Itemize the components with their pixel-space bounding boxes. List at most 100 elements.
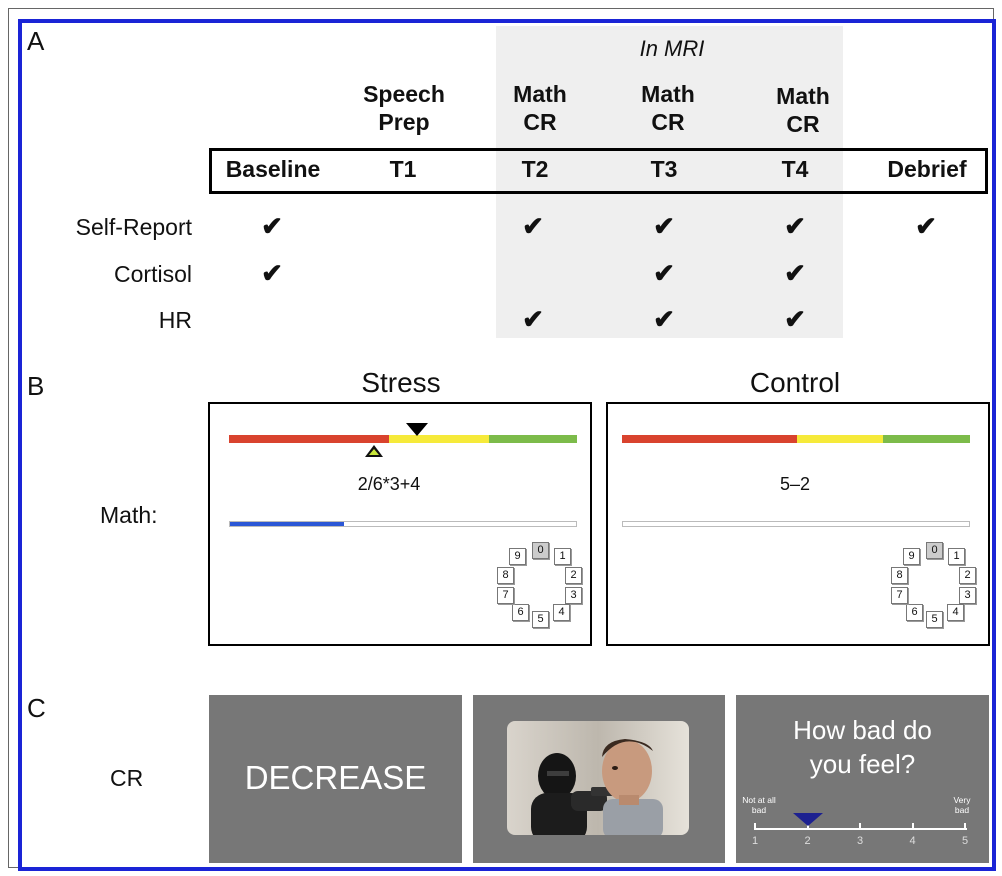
scale-tick (859, 823, 861, 830)
keypad-key-3[interactable]: 3 (959, 587, 976, 604)
task-t1-header: Speech Prep (344, 80, 464, 136)
keypad-key-6[interactable]: 6 (512, 604, 529, 621)
rating-question-line2: you feel? (809, 749, 916, 779)
cr-instruction-screen: DECREASE (209, 695, 462, 863)
scale-number-1[interactable]: 1 (751, 835, 759, 847)
measure-self-report: Self-Report (75, 214, 192, 240)
checkmark-icon: ✔ (784, 258, 806, 288)
keypad-key-5[interactable]: 5 (926, 611, 943, 628)
checkmark-icon: ✔ (261, 211, 283, 241)
timeline-t4: T4 (781, 156, 809, 182)
cr-row-label: CR (110, 765, 144, 791)
scale-tick (754, 823, 756, 830)
rating-question-line1: How bad do (793, 715, 932, 745)
stress-time-bar (229, 521, 577, 527)
task-t4-header: Math CR (743, 82, 863, 138)
task-t2-line1: Math (513, 81, 567, 107)
scale-number-5[interactable]: 5 (961, 835, 969, 847)
timeline-baseline: Baseline (225, 156, 321, 182)
rating-scale-line (755, 828, 967, 830)
checkmark-icon: ✔ (784, 304, 806, 334)
performance-bar-yellow (797, 435, 883, 443)
stress-title: Stress (361, 367, 441, 398)
keypad-key-1[interactable]: 1 (554, 548, 571, 565)
checkmark-icon: ✔ (653, 258, 675, 288)
keypad-key-8[interactable]: 8 (497, 567, 514, 584)
panel-c-letter: C (27, 693, 46, 723)
rating-cursor-icon (792, 813, 823, 826)
timeline-debrief: Debrief (887, 156, 967, 182)
control-math-problem: 5–2 (779, 474, 811, 494)
keypad-key-4[interactable]: 4 (947, 604, 964, 621)
timeline-box (209, 148, 988, 194)
panel-a-letter: A (27, 26, 45, 56)
task-t3-line2: CR (651, 109, 685, 135)
performance-bar-yellow (389, 435, 489, 443)
keypad-key-3[interactable]: 3 (565, 587, 582, 604)
scale-tick (964, 823, 966, 830)
keypad-key-6[interactable]: 6 (906, 604, 923, 621)
performance-bar-green (489, 435, 577, 443)
task-t2-line2: CR (523, 109, 557, 135)
keypad-key-7[interactable]: 7 (497, 587, 514, 604)
checkmark-icon: ✔ (653, 304, 675, 334)
rating-screen: How bad do you feel? Not at all bad Very… (736, 695, 989, 863)
average-performance-marker-icon (406, 423, 428, 436)
control-time-bar (622, 521, 970, 527)
timeline-t1: T1 (389, 156, 417, 182)
scale-high-anchor-line2: bad (954, 805, 970, 815)
measure-hr: HR (158, 307, 192, 333)
keypad-key-9[interactable]: 9 (903, 548, 920, 565)
checkmark-icon: ✔ (522, 211, 544, 241)
control-title: Control (749, 367, 841, 398)
task-t2-header: Math CR (480, 80, 600, 136)
keypad-key-2[interactable]: 2 (565, 567, 582, 584)
selection-border (18, 19, 996, 871)
performance-bar-green (883, 435, 970, 443)
checkmark-icon: ✔ (653, 211, 675, 241)
performance-bar-red (622, 435, 797, 443)
checkmark-icon: ✔ (522, 304, 544, 334)
aversive-photo-icon (507, 721, 689, 835)
scale-number-4[interactable]: 4 (909, 835, 916, 847)
task-t4-line2: CR (786, 111, 820, 137)
scale-tick (911, 823, 914, 830)
scale-number-3[interactable]: 3 (856, 835, 864, 847)
scale-high-anchor-line1: Very (953, 795, 971, 805)
scale-tick (806, 823, 809, 830)
keypad-key-9[interactable]: 9 (509, 548, 526, 565)
scale-number-2[interactable]: 2 (804, 835, 811, 847)
keypad-key-5[interactable]: 5 (532, 611, 549, 628)
keypad-key-1[interactable]: 1 (948, 548, 965, 565)
keypad-key-0[interactable]: 0 (532, 542, 549, 559)
keypad-key-2[interactable]: 2 (959, 567, 976, 584)
keypad-key-8[interactable]: 8 (891, 567, 908, 584)
keypad-key-4[interactable]: 4 (553, 604, 570, 621)
scale-high-anchor: Very bad (949, 795, 975, 815)
timeline-t3: T3 (650, 156, 678, 182)
scale-low-anchor: Not at all bad (742, 795, 776, 815)
scale-low-anchor-line2: bad (751, 805, 767, 815)
task-t3-header: Math CR (608, 80, 728, 136)
checkmark-icon: ✔ (261, 258, 283, 288)
keypad-key-0[interactable]: 0 (926, 542, 943, 559)
task-t1-line1: Speech (363, 81, 445, 107)
rating-question: How bad do you feel? (736, 713, 989, 781)
task-t1-line2: Prep (378, 109, 430, 135)
measure-cortisol: Cortisol (114, 261, 192, 287)
keypad-key-7[interactable]: 7 (891, 587, 908, 604)
math-row-label: Math: (100, 502, 158, 528)
scale-low-anchor-line1: Not at all (742, 795, 776, 805)
performance-bar-red (229, 435, 389, 443)
stress-math-problem: 2/6*3+4 (357, 474, 421, 494)
checkmark-icon: ✔ (784, 211, 806, 241)
participant-performance-marker-icon (365, 445, 383, 457)
in-mri-shading (496, 26, 843, 338)
in-mri-label: In MRI (639, 36, 705, 61)
panel-b-letter: B (27, 371, 45, 401)
